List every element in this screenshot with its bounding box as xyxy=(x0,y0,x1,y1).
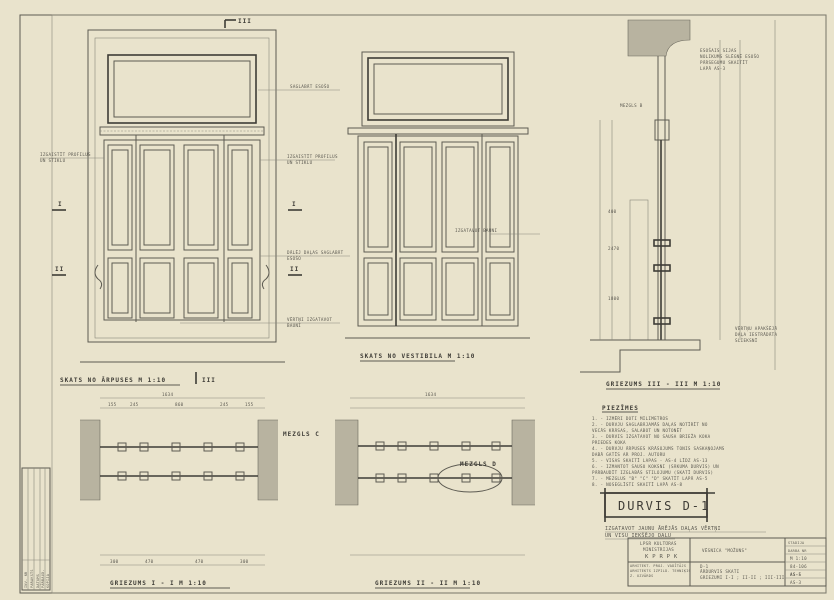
dim-side: 400 xyxy=(608,209,617,214)
svg-text:VĒSNICA "MOŽUNS": VĒSNICA "MOŽUNS" xyxy=(702,548,747,553)
dim-total: 1634 xyxy=(425,392,436,397)
svg-text:VECĀS KRĀSAS, SALABOT UN NOTON: VECĀS KRĀSAS, SALABOT UN NOTONĒT xyxy=(592,428,682,433)
elevation-vestibule xyxy=(345,51,530,339)
label-existing-beam-3: PĀRSEGUMU SKAITĪT xyxy=(700,60,748,65)
svg-text:2. - DURVJU SAGLABĀJAMĀS DAĻAS: 2. - DURVJU SAGLABĀJAMĀS DAĻAS NOTĪRĪT N… xyxy=(592,422,708,427)
section-2-plan xyxy=(335,397,535,556)
svg-text:II: II xyxy=(290,266,299,273)
label-threshold-2: DAĻA IESTRĀDĀTA xyxy=(735,332,777,337)
svg-text:245: 245 xyxy=(130,402,139,407)
section-3 xyxy=(580,19,776,373)
label-make-new: IZGATAVOT BAUNI xyxy=(455,228,497,233)
svg-text:4. - DURVJU ĀRPUSES KRĀSOJUMS: 4. - DURVJU ĀRPUSES KRĀSOJUMS TONIS SASK… xyxy=(592,446,725,451)
dims-bottom-1: 300 470 470 300 xyxy=(110,559,249,564)
svg-text:K P R P K: K P R P K xyxy=(645,554,678,560)
svg-text:7. - MEZGLUS "B" "C" "D" SKATĪ: 7. - MEZGLUS "B" "C" "D" SKATĪT LAPĀ AS-… xyxy=(592,476,708,481)
label-leaves-new: VĒRTŅI IZGATAVOT xyxy=(287,317,332,322)
label-threshold: VĒRTŅU APAKŠĒJĀ xyxy=(735,326,777,331)
svg-text:155: 155 xyxy=(108,402,117,407)
elevation-outside xyxy=(80,29,285,363)
svg-text:1. - IZMĒRI DOTI MILIMETROS: 1. - IZMĒRI DOTI MILIMETROS xyxy=(592,416,668,421)
svg-text:AS-5: AS-5 xyxy=(790,572,801,577)
dim-total: 1634 xyxy=(162,392,173,397)
svg-text:III: III xyxy=(202,377,216,384)
svg-text:470: 470 xyxy=(145,559,154,564)
label-node-d: MEZGLS D xyxy=(460,461,497,468)
label-keep-existing: SAGLABĀT ESOŠO xyxy=(290,84,330,89)
svg-text:M 1:10: M 1:10 xyxy=(790,556,807,561)
label-profiles-right: IZGAISTĪT PROFILUS xyxy=(287,154,338,159)
dims-top-1: 155 245 860 245 155 xyxy=(108,402,254,407)
title-section-3: GRIEZUMS III - III M 1:10 xyxy=(606,381,721,388)
svg-text:155: 155 xyxy=(245,402,254,407)
svg-text:PARAKSTS: PARAKSTS xyxy=(30,569,34,588)
svg-text:PĀRBAUD.: PĀRBAUD. xyxy=(40,569,45,588)
svg-text:3. - DURVIS IZGATAVOT NO SAUSA: 3. - DURVIS IZGATAVOT NO SAUSA BRIEŽA KO… xyxy=(592,434,711,439)
title-elevation-outside: SKATS NO ĀRPUSES M 1:10 xyxy=(60,377,166,384)
svg-text:DABĀ GATĪS AR PROJ. AUTORU: DABĀ GATĪS AR PROJ. AUTORU xyxy=(592,452,666,457)
section-mark-3-bottom: III xyxy=(195,372,216,384)
svg-text:300: 300 xyxy=(240,559,249,564)
svg-text:I: I xyxy=(58,201,63,208)
svg-text:II: II xyxy=(55,266,64,273)
svg-text:84-106: 84-106 xyxy=(790,564,807,569)
svg-text:PRIEDES KOKA: PRIEDES KOKA xyxy=(592,440,626,445)
label-lower-part-2: ESOŠO xyxy=(287,256,301,261)
label-lower-part: DĀLĒJ DAĻAS SAGLABĀT xyxy=(287,250,344,255)
title-box: DURVIS D-1 IZGATAVOT JAUNU ĀRĒJĀS DAĻAS … xyxy=(600,488,766,540)
dim-side: 2470 xyxy=(608,246,619,251)
svg-text:DARBA NR: DARBA NR xyxy=(788,549,807,553)
label-existing-beam-2: NOLIKUMS SLĒGNĒ ESOŠO xyxy=(700,54,759,59)
svg-text:5. - VISAS SKAITĪ LAPAS - AS-4: 5. - VISAS SKAITĪ LAPAS - AS-4 LĪDZ AS-1… xyxy=(592,458,708,463)
svg-text:I: I xyxy=(292,201,297,208)
svg-text:DURVIS D-1: DURVIS D-1 xyxy=(618,499,710,513)
svg-text:ARHITEKT. PROJ. VADĪTĀJS: ARHITEKT. PROJ. VADĪTĀJS xyxy=(630,563,686,568)
section-1-plan xyxy=(80,397,278,566)
svg-text:INV. NR: INV. NR xyxy=(24,571,28,588)
approval-stamp: INV. NR PARAKSTS DATUMS PĀRBAUD. KOPIJA xyxy=(21,467,51,591)
svg-text:UN VISU IEKŠĒJO DAĻU: UN VISU IEKŠĒJO DAĻU xyxy=(605,532,671,539)
svg-text:GRIEZUMI I-I ; II-II ; III-II: GRIEZUMI I-I ; II-II ; III-III xyxy=(700,575,785,580)
svg-text:PIEZĪMES: PIEZĪMES xyxy=(602,405,639,412)
title-block: LPSR KULTŪRAS MINISTRIJAS K P R P K ARHI… xyxy=(627,537,827,587)
title-elevation-vestibule: SKATS NO VESTIBILA M 1:10 xyxy=(360,353,475,360)
svg-text:IZGATAVOT JAUNU ĀRĒJĀS DAĻA: IZGATAVOT JAUNU ĀRĒJĀS DAĻAS VĒRTŅI xyxy=(605,525,721,532)
svg-text:6. - IZMANTOT SAUSU KOKSNI (SĀ: 6. - IZMANTOT SAUSU KOKSNI (SĀKUMA DURVI… xyxy=(592,464,719,469)
title-section-2: GRIEZUMS II - II M 1:10 xyxy=(375,580,481,587)
svg-text:PĀRBAUDĪT IZGLABĀS STILOJUMU (: PĀRBAUDĪT IZGLABĀS STILOJUMU (SKATĪ DURV… xyxy=(592,470,713,475)
svg-text:LPSR KULTŪRAS: LPSR KULTŪRAS xyxy=(640,541,677,546)
label-profiles-right-2: UN STIKLU xyxy=(287,160,313,165)
dim-side: 1800 xyxy=(608,296,619,301)
svg-text:D-1: D-1 xyxy=(700,564,709,569)
svg-text:STADIJA: STADIJA xyxy=(788,541,804,545)
svg-text:8. - NOSEGLĪSTI SKAITĪ LAPĀ AS: 8. - NOSEGLĪSTI SKAITĪ LAPĀ AS-8 xyxy=(592,482,682,487)
svg-text:245: 245 xyxy=(220,402,229,407)
title-section-1: GRIEZUMS I - I M 1:10 xyxy=(110,580,207,587)
label-profiles-left: IZGAISTĪT PROFILUS xyxy=(40,152,91,157)
label-existing-beam: ESOŠAIS SIJAS xyxy=(700,48,737,53)
label-profiles-left-2: UN STIKLU xyxy=(40,158,66,163)
svg-text:III: III xyxy=(238,18,252,25)
svg-text:470: 470 xyxy=(195,559,204,564)
label-node-c: MEZGLS C xyxy=(283,431,320,438)
section-mark-1-left: I I xyxy=(52,201,302,211)
label-node-b: MEZGLS B xyxy=(620,103,643,108)
svg-text:AS-3: AS-3 xyxy=(790,580,801,585)
svg-text:300: 300 xyxy=(110,559,119,564)
svg-text:KOPIJA: KOPIJA xyxy=(46,574,50,588)
svg-text:DATUMS: DATUMS xyxy=(36,574,40,588)
inner-border xyxy=(51,14,827,594)
svg-text:MINISTRIJAS: MINISTRIJAS xyxy=(643,547,674,552)
section-mark-2-left: II II xyxy=(52,266,302,276)
section-mark-3-top: III xyxy=(224,18,252,28)
label-threshold-3: SLIEKSNĪ xyxy=(735,338,758,343)
notes: PIEZĪMES 1. - IZMĒRI DOTI MILIMETROS 2. … xyxy=(592,405,725,487)
svg-text:ARHITEKTS IZPILD. TEHNIĶIS: ARHITEKTS IZPILD. TEHNIĶIS xyxy=(630,569,691,573)
svg-text:860: 860 xyxy=(175,402,184,407)
label-existing-beam-4: LAPĀ AS-3 xyxy=(700,66,726,71)
svg-text:Z. UZVĀRDS: Z. UZVĀRDS xyxy=(630,573,653,578)
svg-text:ĀRDURVIS SKATI: ĀRDURVIS SKATI xyxy=(700,569,740,574)
label-leaves-new-2: BAUNI xyxy=(287,323,301,328)
